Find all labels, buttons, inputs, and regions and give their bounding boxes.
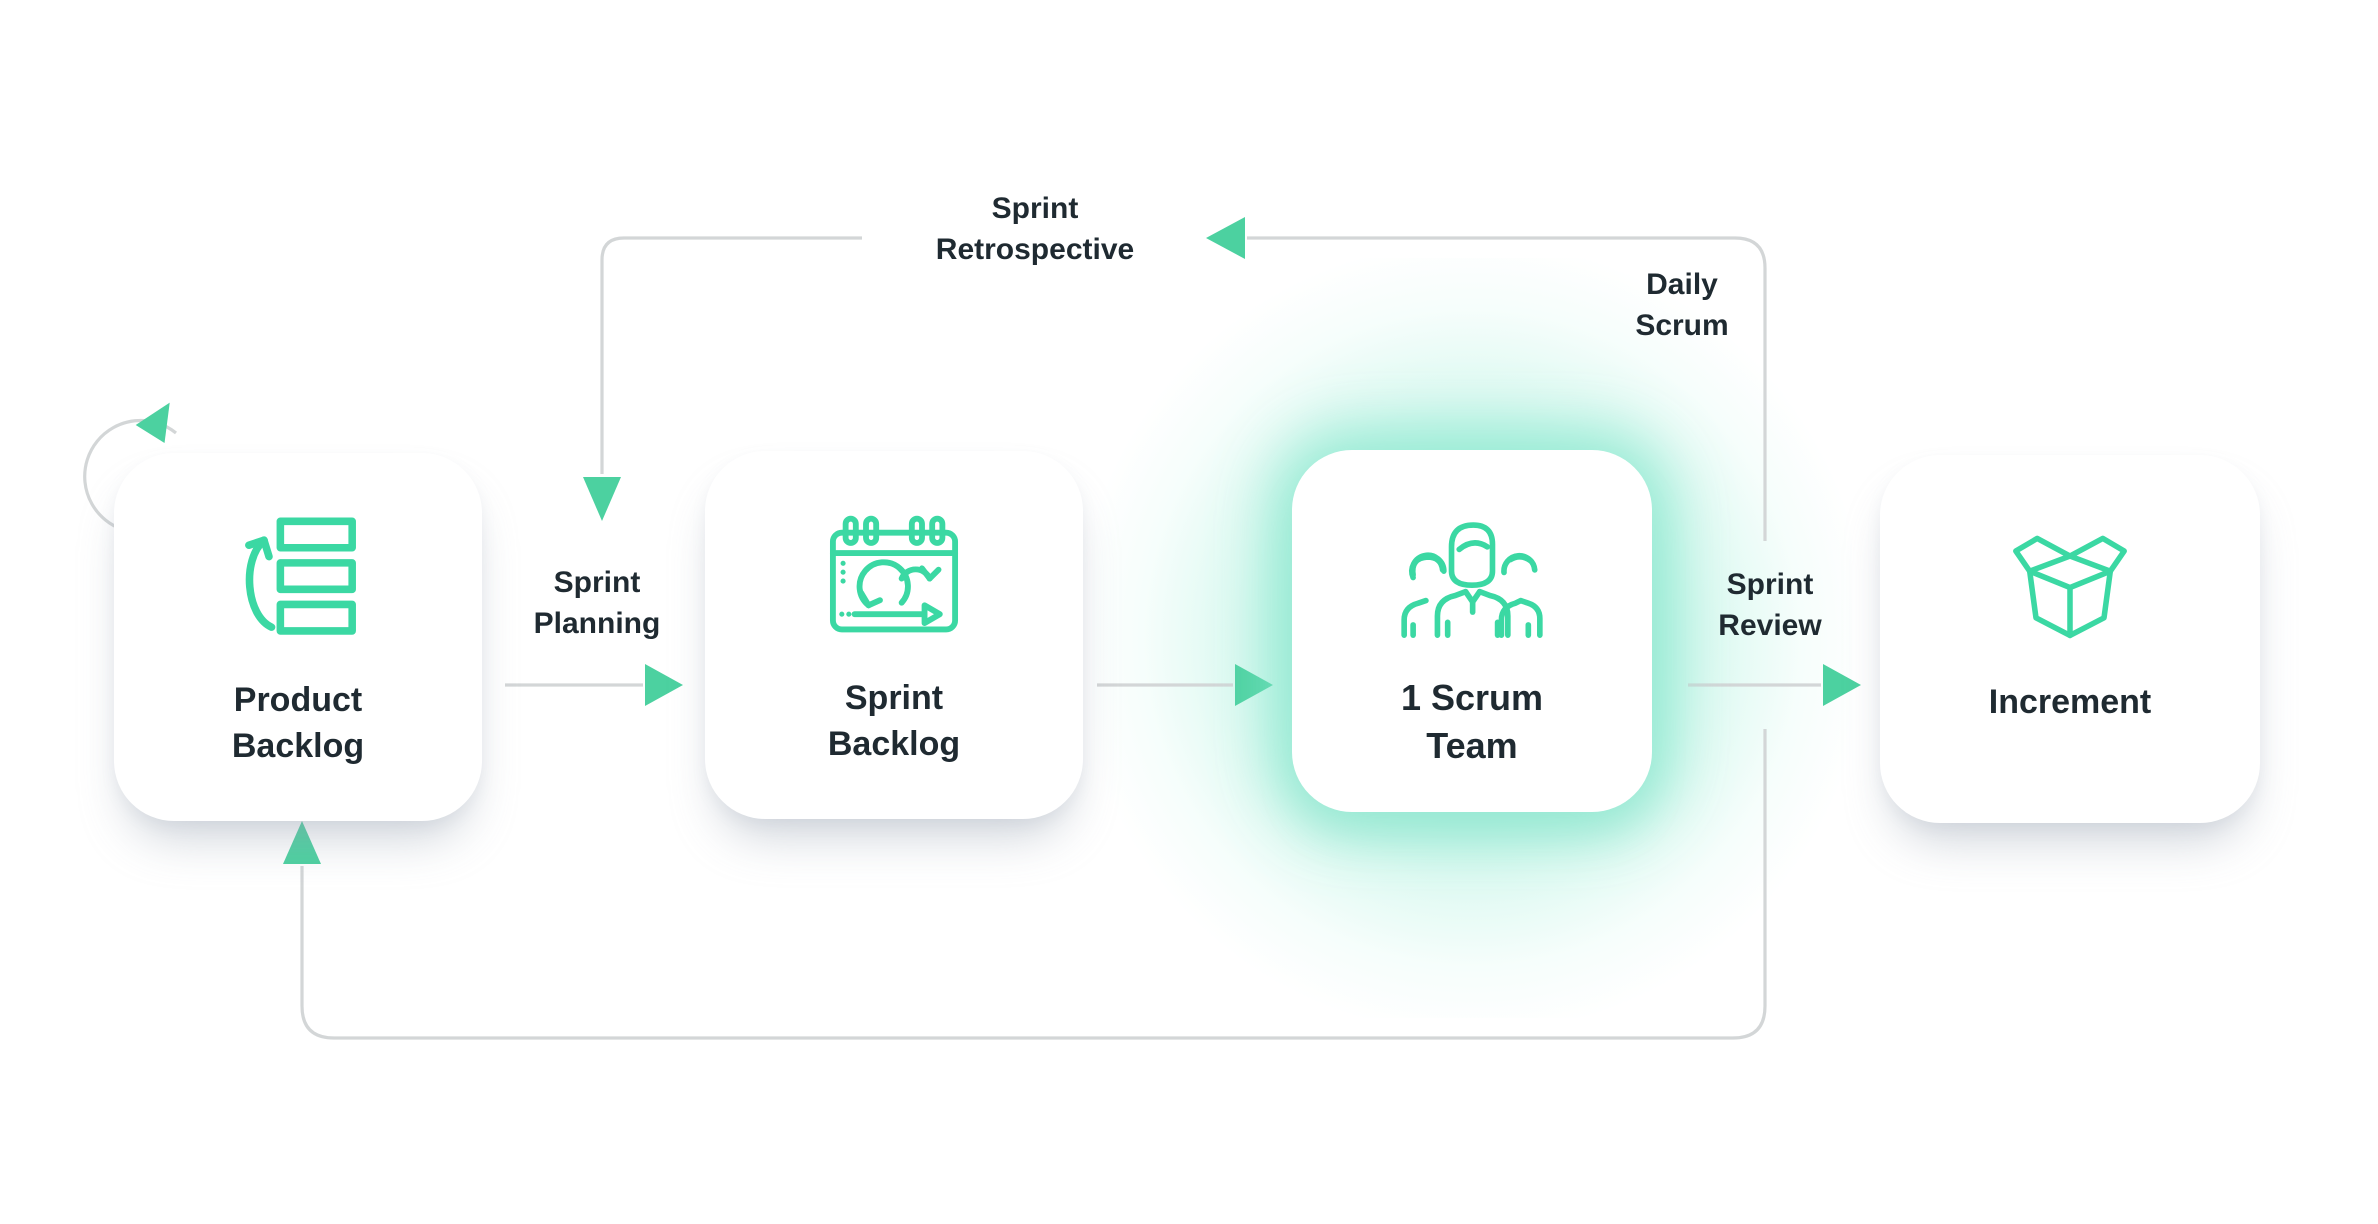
bottom-return-line — [300, 729, 1767, 1040]
label-daily-scrum: Daily Scrum — [1635, 268, 1729, 342]
retrospective-line-left — [600, 236, 862, 474]
label-sprint-planning: Sprint Planning — [533, 566, 661, 640]
backlog-refresh-icon — [235, 513, 361, 643]
return-up-arrowhead-icon — [283, 821, 321, 864]
arrowhead-product-to-sprint-icon — [645, 664, 683, 706]
planning-down-arrowhead-icon — [583, 477, 621, 521]
card-increment: Increment — [1880, 455, 2260, 823]
retrospective-left-arrowhead-icon — [1206, 217, 1245, 259]
open-box-icon — [2004, 515, 2136, 645]
card-label-product-backlog: Product Backlog — [231, 681, 365, 765]
card-label-increment: Increment — [1988, 683, 2152, 721]
card-label-sprint-backlog: Sprint Backlog — [827, 679, 961, 763]
loop-arrowhead-icon — [135, 402, 170, 444]
card-scrum-team: 1 Scrum Team — [1292, 450, 1652, 812]
sprint-calendar-icon — [824, 511, 964, 641]
arrowhead-sprint-to-team-icon — [1235, 664, 1273, 706]
retrospective-line-right — [1247, 236, 1767, 541]
team-icon — [1396, 510, 1548, 640]
card-sprint-backlog: Sprint Backlog — [705, 451, 1083, 819]
label-sprint-review: Sprint Review — [1718, 568, 1822, 642]
label-sprint-retrospective: Sprint Retrospective — [935, 192, 1135, 266]
card-product-backlog: Product Backlog — [114, 453, 482, 821]
card-label-scrum-team: 1 Scrum Team — [1400, 677, 1544, 766]
arrowhead-team-to-increment-icon — [1823, 664, 1861, 706]
